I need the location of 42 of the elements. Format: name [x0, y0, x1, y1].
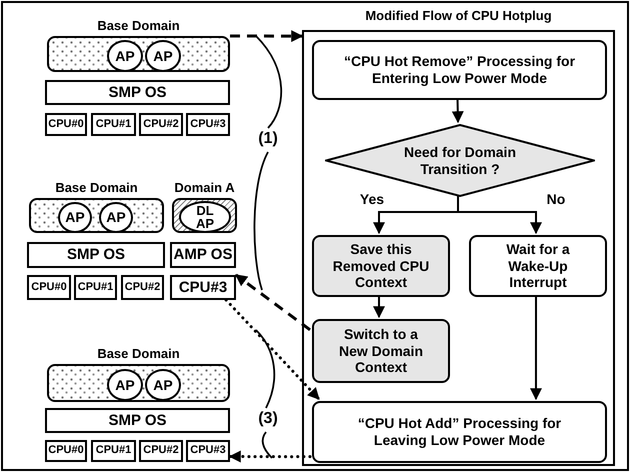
application-circle: DL AP [179, 201, 231, 233]
cpu-block: CPU#2 [121, 275, 164, 300]
cpu-block: CPU#2 [139, 113, 183, 136]
step-number: (3) [257, 410, 279, 428]
application-circle: AP [58, 202, 92, 233]
process-box: “CPU Hot Add” Processing for Leaving Low Power Mode [312, 401, 607, 463]
application-circle: AP [107, 369, 143, 401]
domain-label: Base Domain [96, 346, 181, 361]
cpu-block: CPU#1 [91, 440, 136, 462]
cpu-block: CPU#0 [27, 275, 71, 300]
cpu-block: CPU#0 [45, 440, 87, 462]
application-circle: AP [107, 40, 143, 72]
os-layer: SMP OS [27, 242, 165, 268]
arrow [457, 195, 542, 234]
os-layer: SMP OS [45, 80, 230, 105]
arrow [230, 30, 304, 42]
application-circle: AP [145, 369, 181, 401]
cpu-block: CPU#3 [186, 440, 230, 462]
process-box: Wait for a Wake-Up Interrupt [469, 235, 607, 297]
arrow [235, 274, 311, 331]
application-circle: AP [145, 40, 181, 72]
domain-label: Base Domain [96, 18, 181, 33]
cpu-block: CPU#0 [45, 113, 87, 136]
arrow [530, 295, 542, 400]
process-box: “CPU Hot Remove” Processing for Entering Low Power Mode [312, 40, 607, 100]
cpu-block: CPU#1 [91, 113, 136, 136]
arrow [452, 98, 464, 124]
process-box: Save this Removed CPU Context [312, 235, 450, 297]
process-box: Switch to a New Domain Context [312, 319, 450, 383]
flow-title: Modified Flow of CPU Hotplug [364, 8, 553, 23]
arrow [224, 298, 320, 400]
step-number: (1) [257, 130, 279, 148]
cpu-block: CPU#3 [170, 275, 236, 300]
application-circle: AP [99, 202, 133, 233]
arrow [228, 450, 312, 463]
cpu-block: CPU#2 [139, 440, 183, 462]
os-layer: SMP OS [45, 408, 230, 433]
arrow [373, 295, 385, 318]
cpu-block: CPU#1 [74, 275, 117, 300]
cpu-block: CPU#3 [186, 113, 230, 136]
os-layer: AMP OS [170, 242, 236, 268]
domain-label: Domain A [173, 180, 236, 195]
